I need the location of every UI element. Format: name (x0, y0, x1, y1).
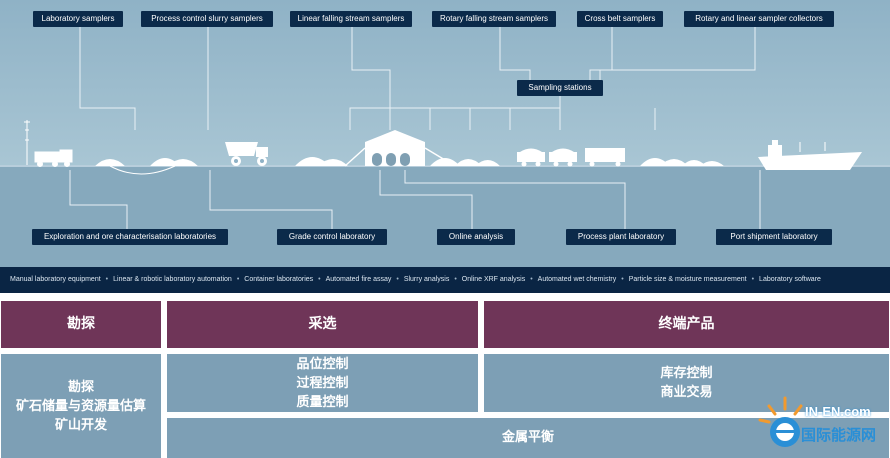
product-item: Laboratory software (759, 276, 821, 283)
product-item: Automated wet chemistry (537, 276, 617, 283)
header-end-products: 终端产品 (484, 301, 889, 348)
product-item: Particle size & moisture measurement (628, 276, 747, 283)
product-item: Online XRF analysis (461, 276, 526, 283)
cargo-ship (758, 140, 862, 170)
grade-control-laboratory-label: Grade control laboratory (277, 229, 387, 245)
drill-rig-truck (24, 120, 73, 167)
header-exploration: 勘探 (1, 301, 161, 348)
reserve-estimation-item: 矿石储量与资源量估算 (15, 398, 146, 414)
ore-train (517, 148, 625, 167)
bullet-separator: • (236, 276, 240, 283)
bullet-separator: • (751, 276, 755, 283)
pit-curve (109, 165, 176, 175)
rotary-linear-sampler-collectors-label: Rotary and linear sampler collectors (684, 11, 834, 27)
cross-belt-samplers-label: Cross belt samplers (577, 11, 663, 27)
metal-balance-cell: 金属平衡 (167, 418, 889, 458)
watermark-name: 国际能源网 (801, 426, 877, 444)
quality-control-item: 质量控制 (296, 394, 349, 410)
sky-background (0, 0, 890, 168)
mining-processing-cell: 品位控制 过程控制 质量控制 (167, 354, 478, 412)
product-item: Linear & robotic laboratory automation (113, 276, 232, 283)
connector-lines (69, 26, 761, 229)
product-strip: Manual laboratory equipment • Linear & rob… (0, 267, 890, 293)
mine-development-item: 矿山开发 (54, 417, 107, 433)
exploration-item: 勘探 (67, 379, 94, 395)
laboratory-samplers-label: Laboratory samplers (33, 11, 123, 27)
end-products-cell: 库存控制 商业交易 (484, 354, 889, 412)
process-control-item: 过程控制 (296, 375, 349, 391)
bullet-separator: • (396, 276, 399, 283)
exploration-cell: 勘探 矿石储量与资源量估算 矿山开发 (1, 354, 161, 458)
product-item: Container laboratories (244, 276, 314, 283)
watermark-domain: IN-EN.com (805, 404, 871, 419)
bullet-separator: • (318, 276, 321, 283)
sun-logo-icon (758, 396, 803, 447)
ground-band (0, 165, 890, 267)
processing-plant (344, 130, 446, 167)
sampling-stations-label: Sampling stations (517, 80, 603, 96)
product-item: Slurry analysis (403, 276, 450, 283)
grade-control-item: 品位控制 (296, 356, 349, 372)
product-item: Manual laboratory equipment (10, 276, 101, 283)
online-analysis-label: Online analysis (437, 229, 515, 245)
commercial-trading-item: 商业交易 (660, 385, 713, 400)
bullet-separator: • (454, 276, 457, 283)
inventory-control-item: 库存控制 (660, 366, 713, 381)
process-control-slurry-samplers-label: Process control slurry samplers (141, 11, 273, 27)
process-plant-laboratory-label: Process plant laboratory (566, 229, 676, 245)
exploration-laboratories-label: Exploration and ore characterisation lab… (32, 229, 228, 245)
in-en-watermark: IN-EN.com 国际能源网 (755, 392, 880, 456)
bullet-separator: • (621, 276, 624, 283)
scene-illustration (0, 0, 890, 267)
bullet-separator: • (530, 276, 533, 283)
haul-truck (225, 142, 268, 166)
linear-falling-stream-samplers-label: Linear falling stream samplers (290, 11, 412, 27)
port-shipment-laboratory-label: Port shipment laboratory (716, 229, 832, 245)
bullet-separator: • (105, 276, 109, 283)
rotary-falling-stream-samplers-label: Rotary falling stream samplers (432, 11, 556, 27)
stockpiles (95, 157, 724, 166)
header-mining-processing: 采选 (167, 301, 478, 348)
product-item: Automated fire assay (325, 276, 392, 283)
